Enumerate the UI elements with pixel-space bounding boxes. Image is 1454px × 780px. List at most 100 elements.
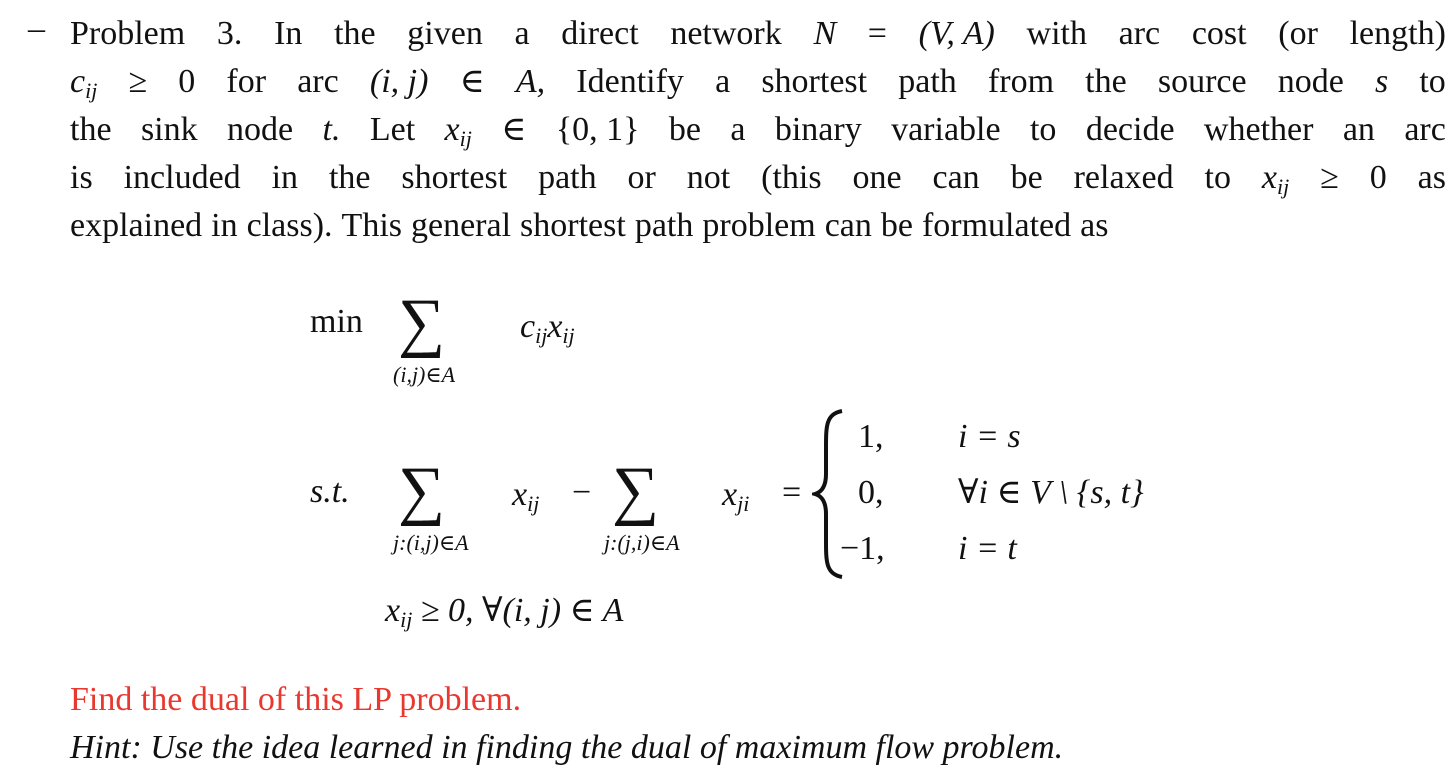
word: length)	[1349, 15, 1446, 52]
word: can	[824, 207, 872, 244]
word: a	[730, 111, 746, 148]
word: Identify	[576, 63, 684, 100]
word: (or	[1278, 15, 1318, 52]
word: be	[668, 111, 701, 148]
math-token: s	[1374, 63, 1389, 100]
word: =	[867, 15, 887, 52]
word: {0, 1}	[555, 111, 640, 148]
word: in	[211, 207, 238, 244]
word: as	[1080, 207, 1109, 244]
word: as	[1417, 159, 1446, 196]
word: given	[407, 15, 483, 52]
inflow-sum-symbol: ∑	[612, 454, 660, 527]
word: the	[328, 159, 371, 196]
word: sink	[140, 111, 198, 148]
word: This	[341, 207, 402, 244]
nonnegativity-constraint: xij ≥ 0, ∀(i, j) ∈ A	[385, 592, 624, 632]
word: for	[226, 63, 267, 100]
word: shortest	[520, 207, 626, 244]
word: to	[1029, 111, 1057, 148]
math-token: N	[813, 15, 837, 52]
word: class).	[246, 207, 333, 244]
word: a	[715, 63, 731, 100]
min-operator: min	[310, 303, 363, 340]
word: to	[1204, 159, 1231, 196]
word: arc	[297, 63, 339, 100]
math-token: xij	[1261, 159, 1290, 199]
word: decide	[1085, 111, 1175, 148]
math-token: (i, j)	[369, 63, 429, 100]
word: one	[852, 159, 902, 196]
outflow-sum-index: j:(i,j)∈A	[393, 530, 469, 555]
word: Let	[369, 111, 416, 148]
word: ≥	[1320, 159, 1339, 196]
left-brace-icon	[812, 409, 843, 579]
word: problem	[702, 207, 816, 244]
word: direct	[561, 15, 639, 52]
word: (this	[761, 159, 822, 196]
word: arc	[1404, 111, 1446, 148]
objective-sum-index: (i,j)∈A	[393, 362, 456, 387]
case-value-source: 1,	[858, 418, 884, 455]
word: to	[1419, 63, 1446, 100]
case-cond-sink: i = t	[958, 530, 1017, 567]
word: node	[227, 111, 294, 148]
word: ≥	[128, 63, 148, 100]
word: the	[334, 15, 376, 52]
word: included	[123, 159, 241, 196]
minus-sign: −	[572, 474, 592, 511]
case-cond-transit: ∀i ∈ V \ {s, t}	[958, 474, 1144, 511]
word: ∈	[501, 111, 527, 148]
math-token: cij	[70, 63, 98, 103]
word: arc	[1118, 15, 1161, 52]
inflow-sum-index: j:(j,i)∈A	[604, 530, 680, 555]
word: whether	[1203, 111, 1314, 148]
word: from	[987, 63, 1055, 100]
word: path	[898, 63, 957, 100]
objective-sum-symbol: ∑	[398, 286, 446, 359]
word: explained	[70, 207, 203, 244]
word: 0	[1369, 159, 1387, 196]
word: 0	[178, 63, 196, 100]
outflow-sum-symbol: ∑	[398, 454, 446, 527]
word: ∈	[459, 63, 485, 100]
word: or	[627, 159, 656, 196]
case-cond-source: i = s	[958, 418, 1021, 455]
hint-text: Hint: Use the idea learned in finding th…	[70, 729, 1064, 766]
word: path	[634, 207, 694, 244]
word: binary	[774, 111, 862, 148]
word: an	[1342, 111, 1375, 148]
word: relaxed	[1073, 159, 1174, 196]
word: Problem	[70, 15, 186, 52]
task-instruction: Find the dual of this LP problem.	[70, 681, 522, 718]
word: be	[1010, 159, 1043, 196]
word: network	[670, 15, 782, 52]
case-value-sink: −1,	[840, 530, 885, 567]
word: In	[274, 15, 303, 52]
word: general	[411, 207, 512, 244]
math-token: A,	[515, 63, 546, 100]
word: variable	[891, 111, 1001, 148]
word: be	[880, 207, 913, 244]
word: with	[1026, 15, 1087, 52]
word: the	[1085, 63, 1127, 100]
word: shortest	[761, 63, 868, 100]
word: a	[514, 15, 530, 52]
word: source	[1157, 63, 1247, 100]
word: shortest	[401, 159, 508, 196]
subject-to-label: s.t.	[310, 473, 350, 510]
inflow-term: xji	[722, 476, 750, 516]
case-value-transit: 0,	[858, 474, 884, 511]
objective-term: cijxij	[520, 308, 575, 348]
word: is	[70, 159, 93, 196]
math-token: t.	[322, 111, 341, 148]
word: 3.	[216, 15, 243, 52]
word: node	[1277, 63, 1344, 100]
word: the	[70, 111, 112, 148]
math-token: (V, A)	[918, 15, 995, 52]
